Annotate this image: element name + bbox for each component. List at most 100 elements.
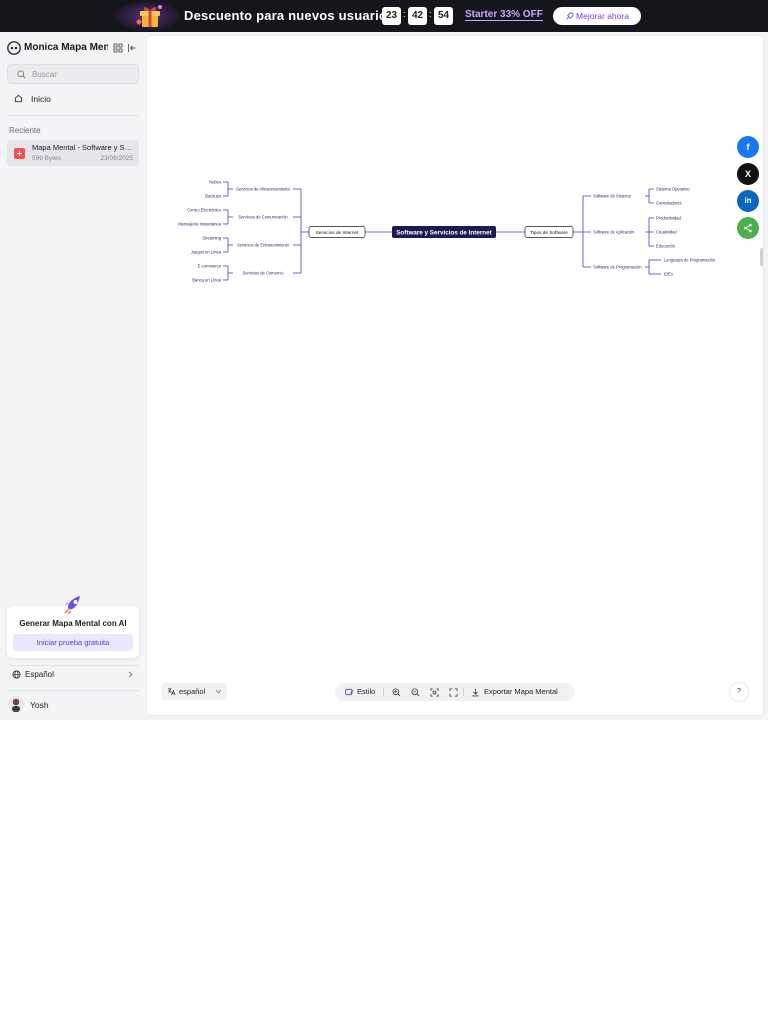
mindmap-leaf-label: Nubes (209, 180, 221, 185)
zoom-in-icon (392, 688, 401, 697)
facebook-share-button[interactable]: f (737, 136, 759, 158)
timer-seconds: 54 (434, 7, 453, 25)
mindmap-leaf-label: Creatividad (656, 230, 677, 235)
sidebar-item-label: Inicio (31, 94, 51, 104)
timer-separator: : (403, 9, 406, 19)
language-selector[interactable]: Español (8, 668, 138, 682)
mindmap-leaf-label: Mensajería Instantánea (178, 222, 222, 227)
mindmap-subtopic-label: Servicios de Entretenimiento (237, 243, 290, 248)
mindmap-leaf-label: Lenguajes de Programación (664, 258, 716, 263)
recent-item[interactable]: Mapa Mental - Software y Servicios de In… (7, 140, 139, 166)
translate-icon (167, 687, 176, 696)
promo-offer-link[interactable]: Starter 33% OFF (465, 9, 543, 21)
recent-section-label: Reciente (9, 126, 41, 135)
divider (8, 690, 139, 691)
export-mindmap-button[interactable]: Exportar Mapa Mental (469, 683, 569, 701)
sidebar: Monica Mapa Mental Inicio Reciente (0, 36, 146, 720)
style-button[interactable]: Estilo (343, 683, 379, 701)
mindmap-branch-label: Tipos de Software (530, 230, 568, 235)
chevron-right-icon (128, 671, 133, 678)
mindmap-subtopic-label: Software de Sistema (593, 194, 631, 199)
rocket-icon (64, 596, 80, 615)
timer-hours: 23 (382, 7, 401, 25)
divider (8, 665, 139, 666)
avatar (8, 696, 24, 712)
collapse-sidebar-icon[interactable] (127, 43, 137, 53)
start-trial-button[interactable]: Iniciar prueba gratuita (13, 634, 133, 651)
x-share-button[interactable]: X (737, 163, 759, 185)
recent-item-date: 23/06/2025 (100, 155, 133, 162)
mindmap-diagram: Software y Servicios de InternetServicio… (178, 180, 716, 283)
mindmap-subtopic-label: Servicios de Comunicación (238, 215, 288, 220)
mindmap-subtopic-label: Software de Programación (593, 265, 642, 270)
ai-card-title: Generar Mapa Mental con AI (19, 619, 127, 628)
mindmap-leaf-label: Productividad (656, 216, 682, 221)
mindmap-leaf-label: Sistema Operativo (656, 187, 690, 192)
fit-view-button[interactable] (428, 683, 440, 701)
toolbar-separator (383, 688, 384, 696)
scrollbar-handle[interactable] (760, 248, 763, 266)
style-label: Estilo (357, 687, 376, 696)
divider (8, 115, 139, 116)
mindmap-leaf-label: Controladores (656, 201, 682, 206)
timer-separator: : (429, 9, 432, 19)
monica-logo-icon (7, 41, 21, 55)
share-button[interactable] (737, 217, 759, 239)
fit-view-icon (430, 688, 439, 697)
share-icon (744, 223, 752, 233)
export-label: Exportar Mapa Mental (484, 687, 558, 696)
user-profile[interactable]: Yosh (8, 696, 138, 714)
ai-promo-card: Generar Mapa Mental con AI Iniciar prueb… (7, 596, 139, 658)
timer-minutes: 42 (408, 7, 427, 25)
promo-banner: Descuento para nuevos usuarios 23 : 42 :… (0, 0, 768, 32)
user-name: Yosh (30, 700, 49, 710)
chevron-down-icon (215, 689, 222, 694)
mindmap-leaf-label: Correo Electrónico (187, 208, 222, 213)
language-label: Español (25, 670, 54, 679)
mindmap-leaf-label: Educación (656, 244, 676, 249)
canvas-toolbar: Estilo (335, 683, 575, 701)
fullscreen-icon (449, 688, 458, 697)
help-button[interactable]: ? (730, 683, 748, 701)
zoom-out-button[interactable] (409, 683, 421, 701)
upgrade-now-button[interactable]: Mejorar ahora (553, 7, 641, 25)
mindmap-language-select[interactable]: español (161, 683, 227, 700)
mindmap-leaf-label: Backups (205, 194, 221, 199)
rocket-icon (566, 12, 574, 20)
zoom-in-button[interactable] (390, 683, 402, 701)
mindmap-subtopic-label: Software de Aplicación (593, 230, 635, 235)
download-icon (472, 688, 479, 697)
linkedin-share-button[interactable]: in (737, 190, 759, 212)
mindmap-root-label: Software y Servicios de Internet (396, 229, 492, 236)
mindmap-subtopic-label: Servicios de Comercio (243, 271, 285, 276)
recent-item-size: 599 Bytes (32, 155, 61, 162)
mindmap-leaf-label: IDEs (664, 272, 673, 277)
mindmap-leaf-label: Streaming (202, 236, 221, 241)
search-input[interactable] (32, 68, 132, 81)
search-box[interactable] (7, 64, 139, 84)
layout-grid-icon[interactable] (113, 43, 123, 53)
mindmap-root-node (392, 226, 496, 238)
search-icon (17, 70, 26, 79)
upgrade-now-label: Mejorar ahora (576, 11, 629, 21)
mindmap-subtopic-label: Servicios de Almacenamiento (236, 187, 290, 192)
toolbar-separator (463, 688, 464, 696)
fullscreen-button[interactable] (447, 683, 459, 701)
promo-title: Descuento para nuevos usuarios (184, 8, 395, 23)
style-icon (345, 688, 354, 696)
recent-item-title: Mapa Mental - Software y Servicios de In… (32, 143, 135, 152)
home-icon (14, 94, 23, 103)
gift-icon (136, 5, 162, 27)
globe-icon (12, 670, 21, 679)
app-window: Descuento para nuevos usuarios 23 : 42 :… (0, 0, 768, 720)
app-title: Monica Mapa Mental (24, 42, 108, 53)
mindmap-leaf-label: Juegos en Línea (191, 250, 222, 255)
mindmap-leaf-label: Banca en Línea (192, 278, 221, 283)
sidebar-item-home[interactable]: Inicio (8, 90, 138, 108)
mindmap-language-value: español (179, 687, 206, 696)
mindmap-branch-label: Servicios de Internet (316, 230, 359, 235)
mindmap-file-icon (14, 148, 25, 159)
mindmap-leaf-label: E-commerce (198, 264, 222, 269)
zoom-out-icon (411, 688, 420, 697)
